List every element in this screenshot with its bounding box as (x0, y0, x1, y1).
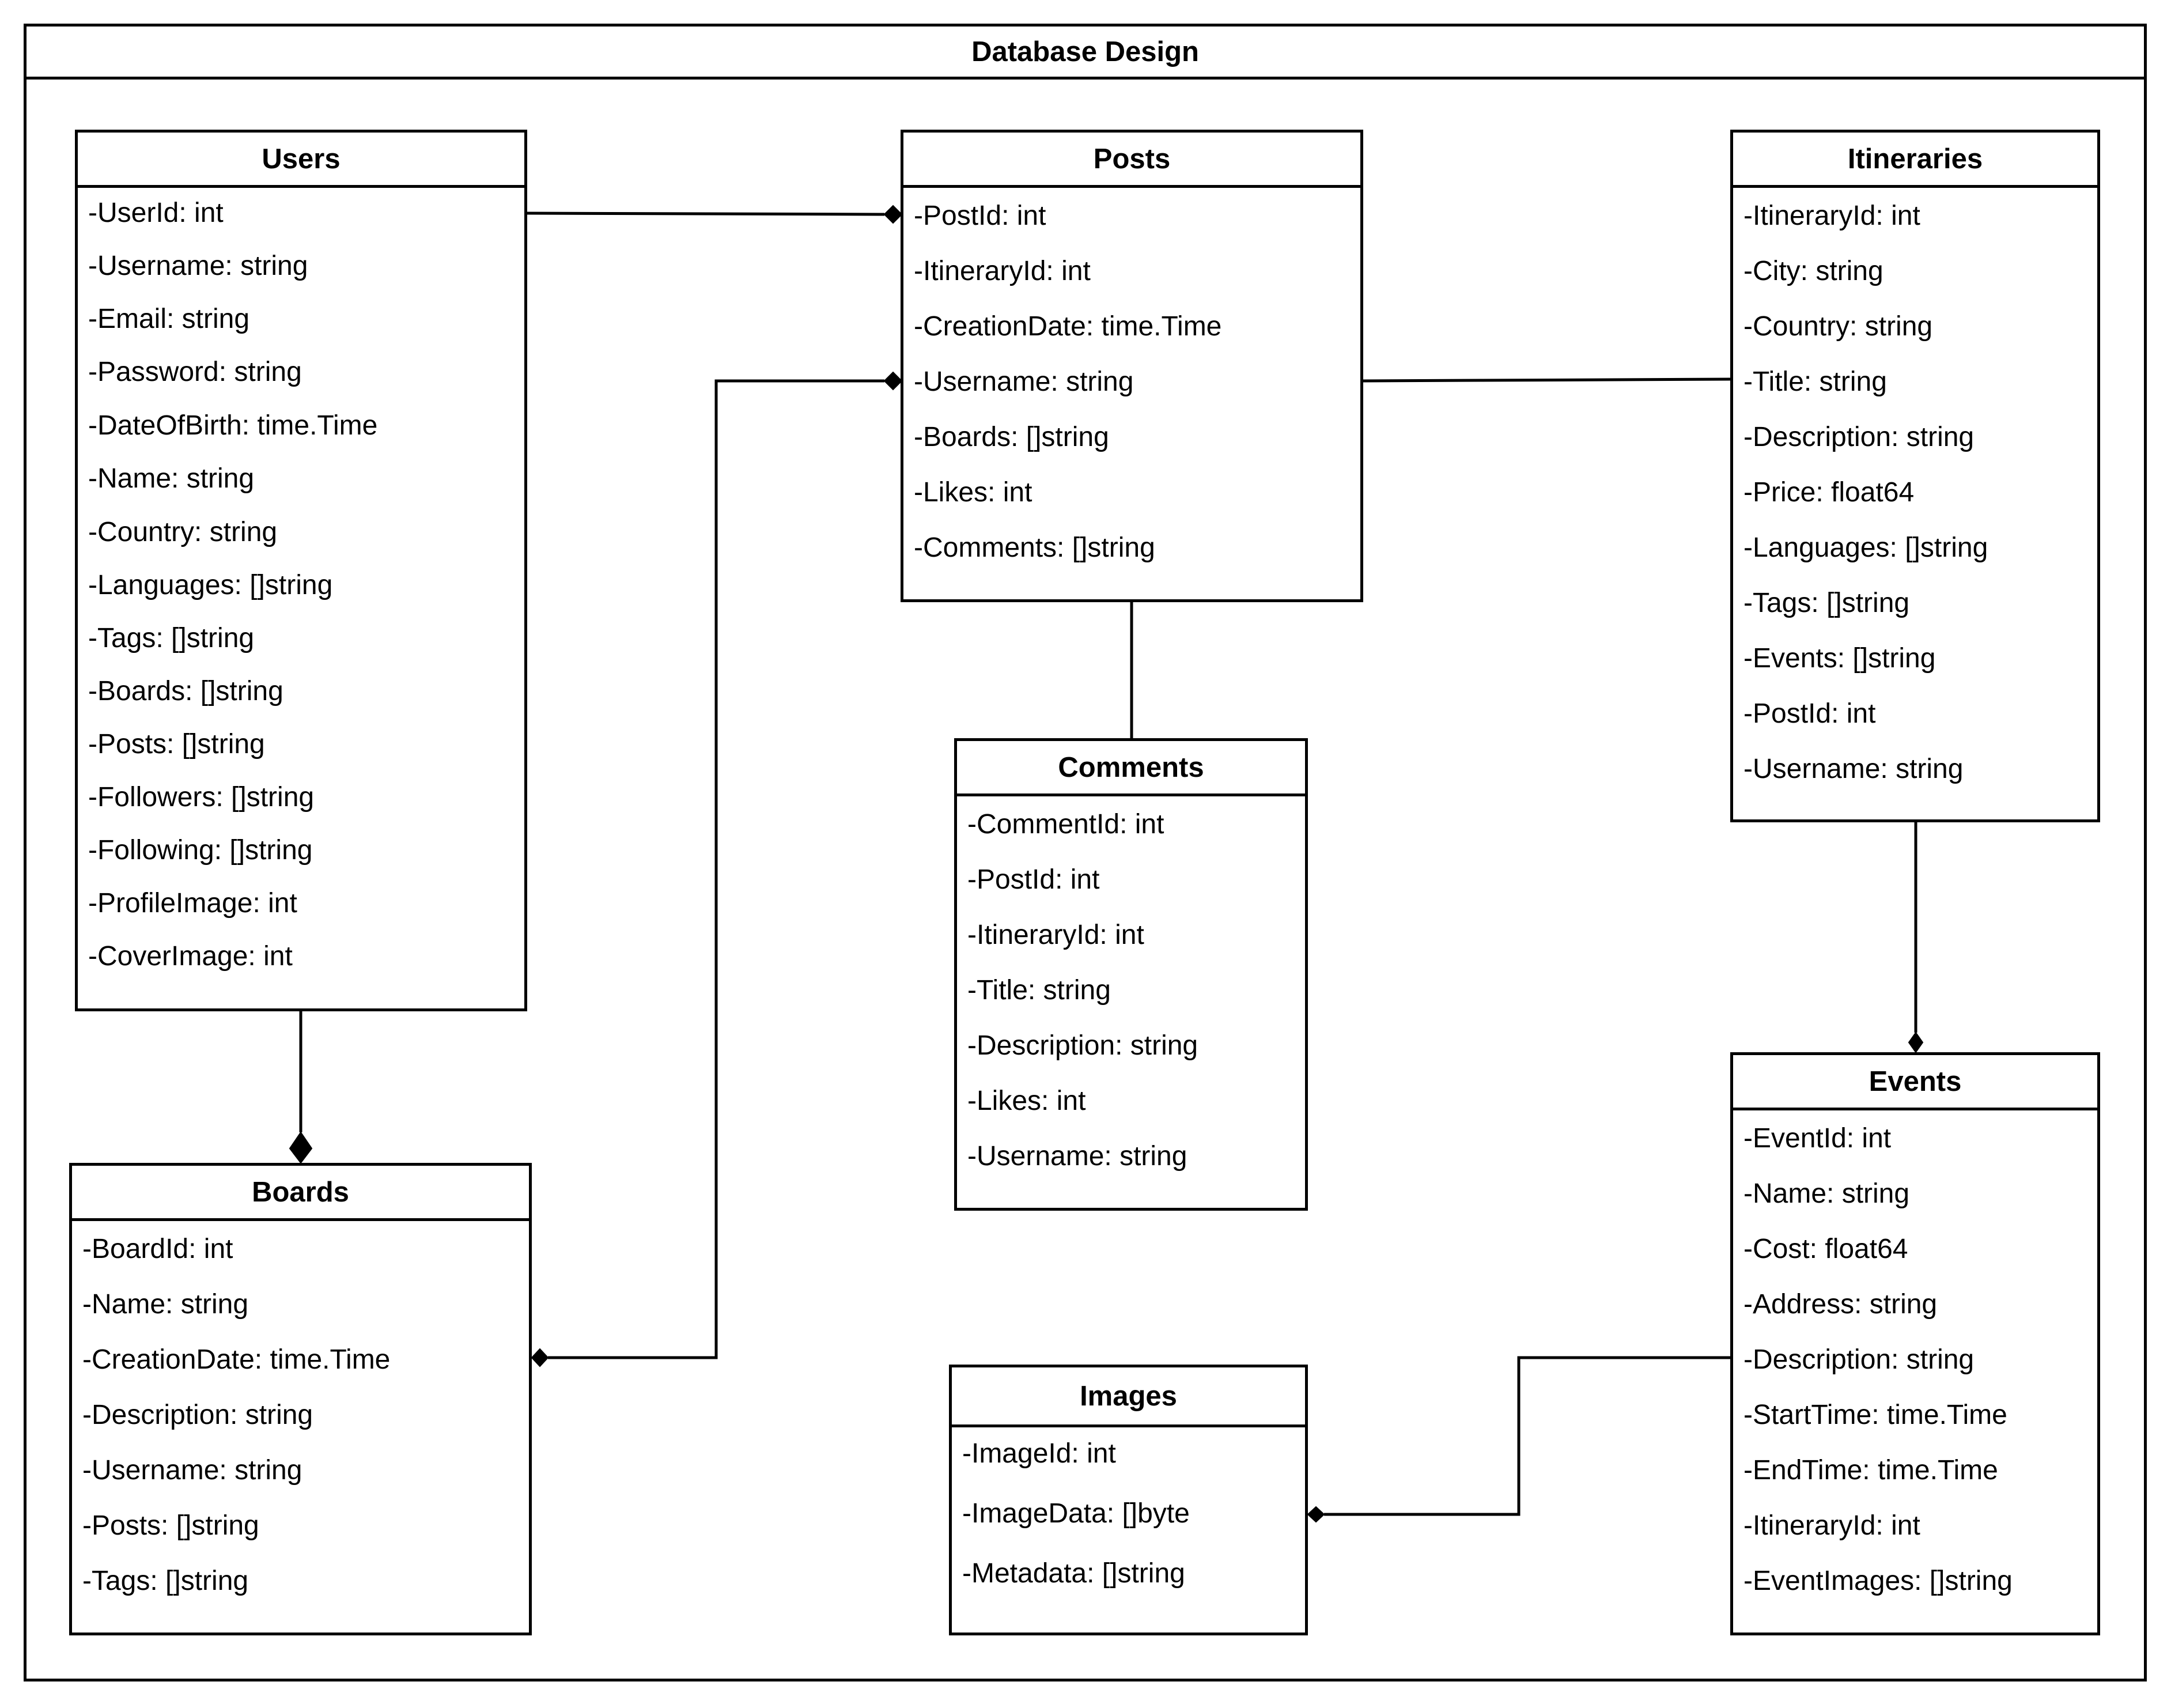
entity-images[interactable]: Images -ImageId: int -ImageData: []byte … (949, 1365, 1308, 1635)
attribute: -UserId: int (88, 198, 224, 228)
attribute: -Price: float64 (1743, 477, 1915, 508)
composition-diamond-icon (883, 205, 903, 224)
attribute: -PostId: int (1743, 698, 1876, 729)
attribute: -ItineraryId: int (1743, 1510, 1920, 1541)
diagram-frame: Database Design (24, 24, 2147, 1681)
composition-diamond-icon (1908, 1031, 1924, 1053)
attribute: -Tags: []string (82, 1566, 249, 1596)
attribute: -EventImages: []string (1743, 1566, 2013, 1596)
entity-boards[interactable]: Boards -BoardId: int -Name: string -Crea… (69, 1163, 532, 1635)
attribute: -StartTime: time.Time (1743, 1400, 2007, 1430)
attribute: -Username: string (88, 251, 308, 281)
attribute: -Metadata: []string (962, 1558, 1185, 1589)
attribute: -BoardId: int (82, 1234, 233, 1264)
attribute: -ItineraryId: int (967, 920, 1144, 950)
attribute: -CreationDate: time.Time (914, 311, 1222, 342)
entity-title: Events (1733, 1055, 2097, 1110)
attribute: -Description: string (967, 1030, 1198, 1061)
attribute: -Name: string (1743, 1178, 1910, 1209)
attribute: -Email: string (88, 304, 250, 334)
attribute: -CreationDate: time.Time (82, 1344, 391, 1375)
attribute: -Languages: []string (88, 570, 333, 600)
composition-diamond-icon (289, 1131, 313, 1164)
composition-diamond-icon (1307, 1506, 1325, 1523)
attribute: -Description: string (82, 1400, 313, 1430)
attribute: -Boards: []string (88, 676, 283, 706)
attribute: -Events: []string (1743, 643, 1936, 674)
entity-title: Itineraries (1733, 133, 2097, 188)
connector-boards-posts (548, 379, 884, 1359)
attribute: -Tags: []string (1743, 588, 1910, 618)
attribute: -DateOfBirth: time.Time (88, 410, 378, 441)
entity-title: Images (952, 1367, 1305, 1427)
attribute: -Description: string (1743, 1344, 1975, 1375)
attribute: -Likes: int (914, 477, 1032, 508)
attribute: -ProfileImage: int (88, 888, 297, 919)
attribute: -ItineraryId: int (1743, 201, 1920, 231)
attribute: -Country: string (88, 517, 278, 547)
attribute: -PostId: int (967, 864, 1100, 895)
entity-comments[interactable]: Comments -CommentId: int -PostId: int -I… (954, 738, 1308, 1211)
composition-diamond-icon (531, 1348, 549, 1367)
attribute: -Country: string (1743, 311, 1933, 342)
connector-events-images (1324, 1356, 1730, 1516)
composition-diamond-icon (883, 371, 903, 391)
attribute: -Languages: []string (1743, 532, 1988, 563)
attribute: -Comments: []string (914, 532, 1155, 563)
connector-users-posts (527, 211, 885, 216)
attribute: -Boards: []string (914, 422, 1109, 452)
entity-posts[interactable]: Posts -PostId: int -ItineraryId: int -Cr… (901, 130, 1363, 602)
entity-title: Posts (903, 133, 1360, 188)
attribute: -Title: string (967, 975, 1111, 1006)
attribute: -Username: string (914, 366, 1134, 397)
connector-posts-itineraries (1363, 377, 1731, 383)
attribute: -Username: string (82, 1455, 302, 1486)
attribute: -EndTime: time.Time (1743, 1455, 1998, 1486)
attribute: -ImageData: []byte (962, 1498, 1190, 1529)
entity-itineraries[interactable]: Itineraries -ItineraryId: int -City: str… (1730, 130, 2100, 822)
attribute: -ImageId: int (962, 1438, 1116, 1469)
entity-title: Boards (72, 1166, 529, 1221)
attribute: -Username: string (967, 1141, 1187, 1172)
entity-events[interactable]: Events -EventId: int -Name: string -Cost… (1730, 1052, 2100, 1635)
attribute: -PostId: int (914, 201, 1046, 231)
attribute: -Title: string (1743, 366, 1887, 397)
attribute: -EventId: int (1743, 1123, 1892, 1154)
attribute: -Posts: []string (88, 729, 265, 759)
attribute: -Followers: []string (88, 782, 315, 813)
entity-users[interactable]: Users -UserId: int -Username: string -Em… (75, 130, 527, 1011)
attribute: -Likes: int (967, 1086, 1086, 1116)
entity-title: Comments (957, 741, 1305, 796)
attribute: -Tags: []string (88, 623, 255, 653)
attribute: -City: string (1743, 256, 1883, 286)
entity-title: Users (78, 133, 524, 188)
attribute: -Username: string (1743, 754, 1964, 784)
attribute: -CoverImage: int (88, 941, 293, 972)
attribute: -Description: string (1743, 422, 1975, 452)
attribute: -Address: string (1743, 1289, 1938, 1320)
attribute: -CommentId: int (967, 809, 1164, 840)
attribute: -Following: []string (88, 835, 313, 866)
attribute: -Password: string (88, 357, 302, 387)
attribute: -ItineraryId: int (914, 256, 1091, 286)
attribute: -Posts: []string (82, 1510, 259, 1541)
attribute: -Name: string (82, 1289, 249, 1320)
diagram-title: Database Design (27, 27, 2144, 80)
attribute: -Cost: float64 (1743, 1234, 1908, 1264)
attribute: -Name: string (88, 463, 255, 494)
